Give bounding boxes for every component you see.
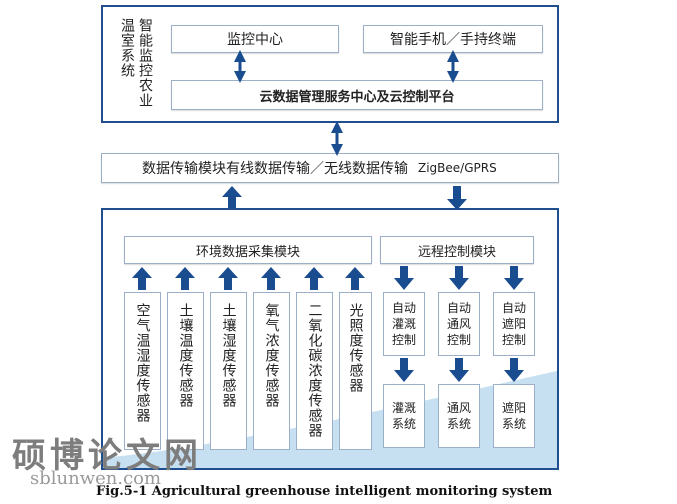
system-title: 智能监控农业温室系统 (119, 18, 153, 108)
sensor-label: 空气温湿度传感器 (134, 303, 151, 423)
sensor-light: 光照度传感器 (339, 292, 372, 450)
arrow-control-irrigation (394, 358, 414, 382)
monitor-center-box: 监控中心 (171, 25, 339, 53)
system-label: 灌溉系统 (391, 401, 416, 431)
system-shading: 遮阳系统 (493, 384, 535, 448)
arrow-control-shading (504, 358, 524, 382)
sensor-label: 光照度传感器 (347, 303, 364, 393)
control-irrigation: 自动灌溉控制 (383, 292, 425, 356)
arrow-sensor-5 (304, 267, 324, 290)
sensor-label: 氧气浓度传感器 (263, 303, 280, 408)
watermark-url: sblunwen.com (30, 468, 162, 489)
arrow-env-to-transport (222, 186, 242, 208)
control-label: 自动遮阳控制 (501, 301, 526, 347)
transport-label: 数据传输模块有线数据传输／无线数据传输 (142, 161, 408, 177)
transport-module-box: 数据传输模块有线数据传输／无线数据传输 ZigBee/GPRS (101, 153, 559, 183)
arrow-transport-to-remote (447, 186, 467, 210)
sensor-oxygen: 氧气浓度传感器 (253, 292, 290, 450)
control-shading: 自动遮阳控制 (493, 292, 535, 356)
system-label: 遮阳系统 (501, 401, 526, 431)
arrow-sensor-6 (345, 267, 365, 290)
sensor-label: 二氧化碳浓度传感器 (306, 303, 323, 438)
transport-protocol: ZigBee/GPRS (418, 161, 497, 175)
arrow-control-ventilation (449, 358, 469, 382)
sensor-label: 土壤温度传感器 (177, 303, 194, 408)
sensor-air-temp-humidity: 空气温湿度传感器 (124, 292, 161, 450)
cloud-platform-box: 云数据管理服务中心及云控制平台 (171, 80, 543, 110)
control-label: 自动灌溉控制 (391, 301, 416, 347)
env-module-box: 环境数据采集模块 (124, 236, 372, 264)
system-irrigation: 灌溉系统 (383, 384, 425, 448)
sensor-soil-humidity: 土壤湿度传感器 (210, 292, 247, 450)
sensor-label: 土壤湿度传感器 (220, 303, 237, 408)
control-ventilation: 自动通风控制 (438, 292, 480, 356)
arrow-sensor-2 (175, 267, 195, 290)
arrow-sensor-4 (261, 267, 281, 290)
system-ventilation: 通风系统 (438, 384, 480, 448)
watermark-cn: 硕博论文网 (12, 436, 202, 476)
arrow-sensor-3 (218, 267, 238, 290)
figure-caption: Fig.5-1 Agricultural greenhouse intellig… (96, 484, 553, 499)
control-label: 自动通风控制 (446, 301, 471, 347)
arrow-remote-ventilation (449, 266, 469, 290)
arrow-remote-irrigation (394, 266, 414, 290)
arrow-sensor-1 (132, 267, 152, 290)
sensor-soil-temp: 土壤温度传感器 (167, 292, 204, 450)
arrow-remote-shading (504, 266, 524, 290)
sensor-co2: 二氧化碳浓度传感器 (296, 292, 333, 450)
system-label: 通风系统 (446, 401, 471, 431)
remote-module-box: 远程控制模块 (380, 236, 534, 264)
